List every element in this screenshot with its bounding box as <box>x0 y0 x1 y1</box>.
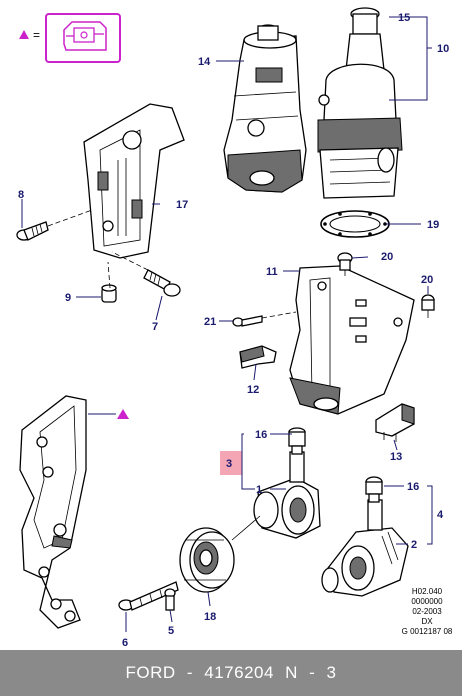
callout-21: 21 <box>204 316 216 328</box>
part-8-bolt <box>16 209 93 241</box>
part-11-mounting-bracket <box>289 265 415 415</box>
callout-11: 11 <box>266 266 278 278</box>
part-16-fitting-lower <box>365 476 383 503</box>
callout-13: 13 <box>390 451 402 463</box>
callout-4: 4 <box>437 509 444 521</box>
engine-mount-bracket <box>19 395 87 629</box>
bracket-marker-triangle-icon <box>117 409 129 419</box>
part-6-bolt <box>118 581 179 611</box>
footer-part-number: FORD - 4176204 N - 3 <box>125 663 337 682</box>
part-16-fitting-upper <box>288 427 306 455</box>
part-18-pulley <box>179 527 235 593</box>
callout-3-highlight <box>220 451 242 475</box>
callout-8: 8 <box>18 189 24 201</box>
callout-18: 18 <box>204 611 216 623</box>
callout-9: 9 <box>65 292 71 304</box>
callout-15: 15 <box>398 12 410 24</box>
part-21-screw <box>232 311 297 327</box>
parts-diagram: = <box>16 7 449 649</box>
callout-10: 10 <box>437 43 449 55</box>
part-19-gasket <box>320 210 390 238</box>
callout-16-lower: 16 <box>407 481 419 493</box>
drawing-date: 02-2003 <box>412 607 442 616</box>
part-20-bolt-right <box>421 294 435 318</box>
legend-triangle-icon <box>19 30 29 39</box>
part-9-spacer <box>101 261 117 303</box>
callout-17: 17 <box>176 199 188 211</box>
part-17-upper-bracket <box>83 103 185 259</box>
drawing-ref: H02.040 <box>411 587 443 596</box>
part-5-bolt <box>164 588 176 611</box>
legend-equals: = <box>33 28 40 42</box>
callout-5: 5 <box>168 625 174 637</box>
drawing-variant: DX <box>421 617 433 626</box>
part-13-clip <box>375 403 415 442</box>
callout-6: 6 <box>122 637 128 649</box>
drawing-id: G 0012187 08 <box>401 627 453 636</box>
part-7-bolt <box>111 251 181 297</box>
callout-12: 12 <box>247 384 259 396</box>
callout-19: 19 <box>427 219 439 231</box>
part-10-pump-assembly <box>317 7 403 199</box>
callout-14: 14 <box>198 56 211 68</box>
callout-20-upper: 20 <box>381 251 393 263</box>
callout-1: 1 <box>256 484 262 496</box>
callout-2: 2 <box>411 539 417 551</box>
footer-bar: FORD - 4176204 N - 3 <box>0 650 462 696</box>
callout-20-right: 20 <box>421 274 433 286</box>
leader-lines <box>21 16 433 632</box>
part-14-pump-housing <box>223 24 307 193</box>
drawing-info: H02.040 0000000 02-2003 DX G 0012187 08 <box>396 588 458 636</box>
callout-7: 7 <box>152 321 158 333</box>
drawing-code: 0000000 <box>411 597 443 606</box>
callout-16-upper: 16 <box>255 429 267 441</box>
part-1-pump-body <box>231 451 321 541</box>
legend-box-icon <box>45 13 121 63</box>
part-2-pump-body <box>321 499 409 597</box>
callout-3: 3 <box>226 458 232 470</box>
part-12-clip <box>239 345 277 369</box>
